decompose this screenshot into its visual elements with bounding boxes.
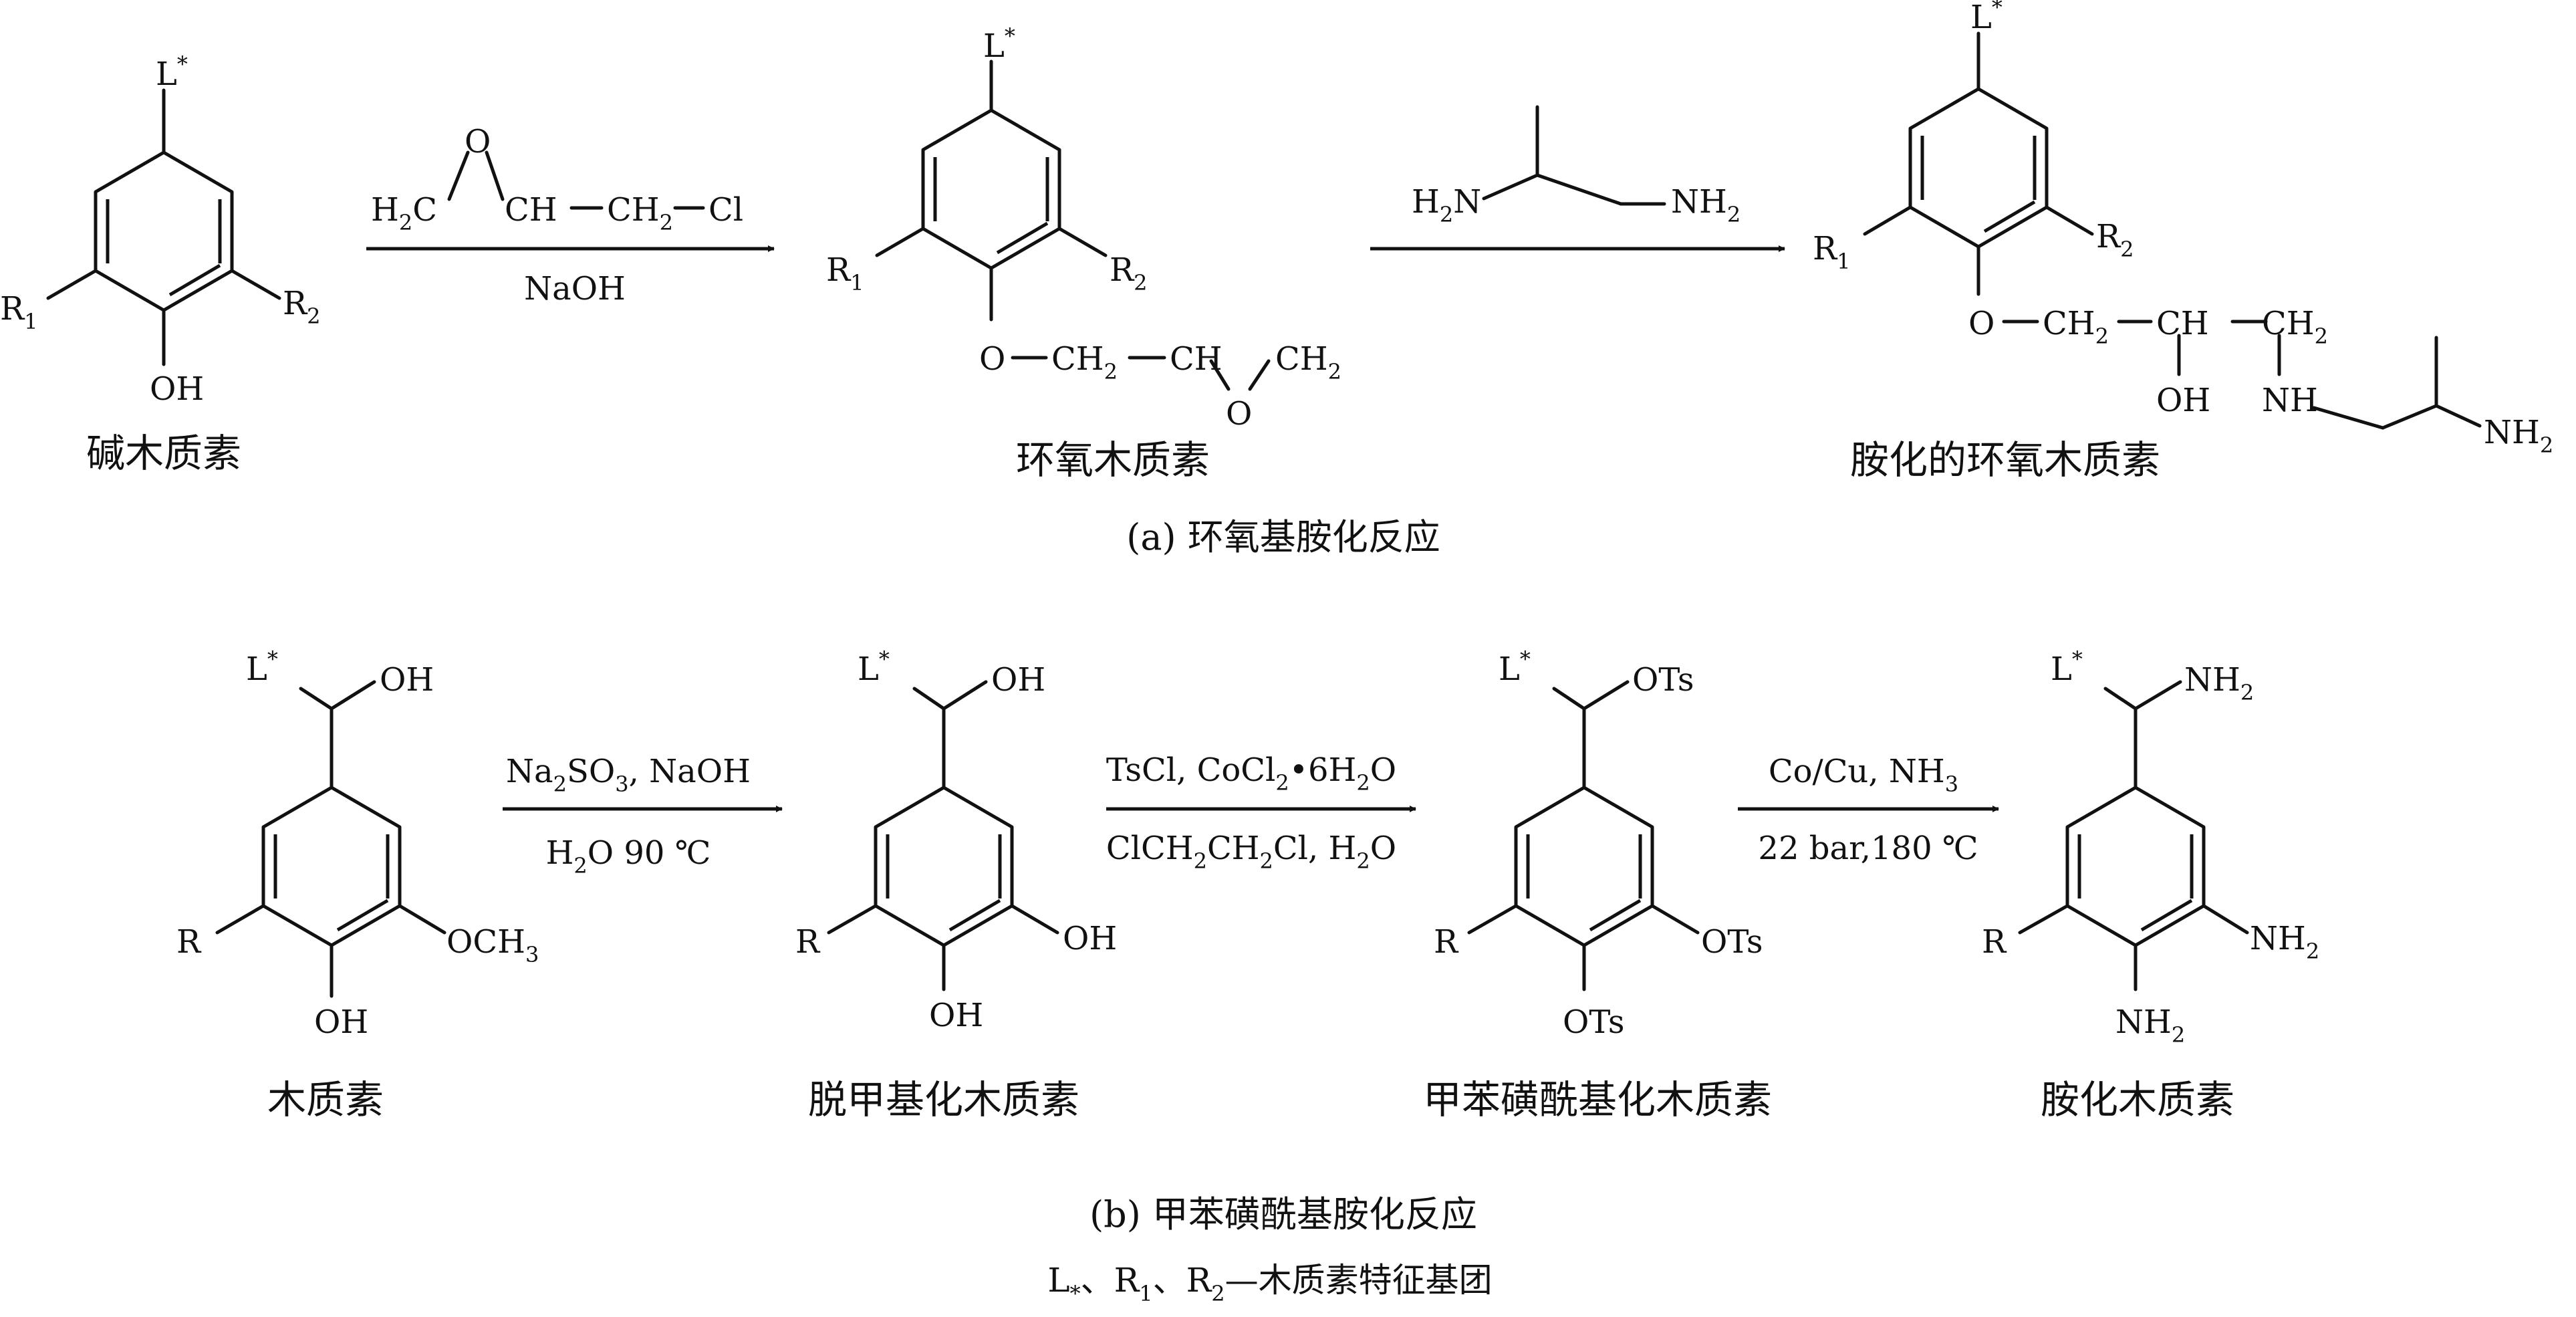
legend-note: L*、R1、R2—木质素特征基团 bbox=[1047, 1261, 1492, 1306]
ch-label: CH bbox=[2156, 305, 2209, 342]
aminated-epoxy-lignin-structure: L* R1 R2 O CH2 CH OH CH2 NH NH2 bbox=[1813, 0, 2553, 458]
nh-label: NH bbox=[2262, 382, 2318, 419]
l-star-label: L* bbox=[2051, 646, 2083, 688]
demethylated-lignin-structure: L* OH R OH OH bbox=[795, 646, 1117, 1034]
compound-name-aminated-epoxy-lignin: 胺化的环氧木质素 bbox=[1850, 437, 2160, 483]
top-oh-label: OH bbox=[991, 661, 1045, 699]
ch2-end-label: CH2 bbox=[1275, 340, 1341, 384]
r-label: R bbox=[795, 923, 821, 961]
naoh-condition: NaOH bbox=[524, 270, 626, 308]
l-star-label: L* bbox=[858, 646, 890, 688]
oh-label: OH bbox=[2156, 382, 2210, 419]
bottom-oh-label: OH bbox=[929, 997, 983, 1034]
caption-panel-b: (b) 甲苯磺酰基胺化反应 bbox=[1089, 1193, 1477, 1235]
ch2-label: CH2 bbox=[2043, 305, 2109, 349]
ch2-label: CH2 bbox=[1051, 340, 1118, 384]
bottom-ots-label: OTs bbox=[1563, 1003, 1625, 1041]
r1-label: R1 bbox=[826, 251, 864, 295]
step3-condition: 22 bar,180 ℃ bbox=[1758, 830, 1978, 867]
l-star-label: L* bbox=[156, 51, 188, 93]
step3-reagent: Co/Cu, NH3 bbox=[1769, 753, 1958, 797]
cl-label: Cl bbox=[709, 191, 743, 229]
lignin-structure: L* OH R OCH3 OH bbox=[176, 646, 539, 1041]
tosylated-lignin-structure: L* OTs R OTs OTs bbox=[1434, 646, 1763, 1041]
compound-name-lignin: 木质素 bbox=[267, 1077, 384, 1122]
panel-b: L* OH R OCH3 OH 木质素 Na2SO3, NaOH H2O 90 … bbox=[176, 646, 2319, 1306]
r-label: R bbox=[176, 923, 202, 961]
step1-condition: H2O 90 ℃ bbox=[546, 834, 711, 878]
step1-reagent: Na2SO3, NaOH bbox=[506, 753, 751, 797]
ch2-label: CH2 bbox=[2262, 305, 2328, 349]
l-star-label: L* bbox=[246, 646, 278, 688]
right-ots-label: OTs bbox=[1701, 923, 1763, 961]
r-label: R bbox=[1434, 923, 1459, 961]
compound-name-demethylated-lignin: 脱甲基化木质素 bbox=[808, 1077, 1079, 1122]
diaminopropane-reagent: H2N NH2 bbox=[1412, 105, 1741, 227]
panel-a: L* R1 R2 OH 碱木质素 O H2C CH CH2 Cl NaOH bbox=[0, 0, 2553, 558]
ether-o-label: O bbox=[1968, 305, 1994, 342]
compound-name-epoxy-lignin: 环氧木质素 bbox=[1016, 437, 1210, 483]
h2c-label: H2C bbox=[371, 191, 437, 235]
top-oh-label: OH bbox=[380, 661, 434, 699]
top-ots-label: OTs bbox=[1632, 661, 1694, 699]
r2-label: R2 bbox=[1110, 251, 1148, 295]
caption-panel-a: (a) 环氧基胺化反应 bbox=[1126, 516, 1440, 558]
alkali-lignin-structure: L* R1 R2 OH bbox=[0, 51, 321, 408]
oh-label: OH bbox=[314, 1003, 368, 1041]
compound-name-tosylated-lignin: 甲苯磺酰基化木质素 bbox=[1423, 1077, 1772, 1122]
l-star-label: L* bbox=[983, 23, 1015, 65]
oh-label: OH bbox=[150, 370, 204, 408]
h2n-label: H2N bbox=[1412, 183, 1481, 227]
ch2-label: CH2 bbox=[607, 191, 673, 235]
epoxide-o-label: O bbox=[465, 123, 491, 160]
epichlorohydrin-reagent: O H2C CH CH2 Cl bbox=[371, 123, 743, 235]
nh2-label: NH2 bbox=[1671, 183, 1741, 227]
step2-reagent: TsCl, CoCl2•6H2O bbox=[1106, 751, 1396, 796]
step2-condition: ClCH2CH2Cl, H2O bbox=[1106, 830, 1396, 874]
aminated-lignin-structure: L* NH2 R NH2 NH2 bbox=[1982, 646, 2319, 1048]
r-label: R bbox=[1982, 923, 2007, 961]
r1-label: R1 bbox=[1813, 230, 1851, 274]
compound-name-alkali-lignin: 碱木质素 bbox=[86, 431, 241, 476]
ch-label: CH bbox=[505, 191, 557, 229]
nh2-label: NH2 bbox=[2484, 414, 2553, 458]
r2-label: R2 bbox=[2096, 218, 2134, 262]
l-star-label: L* bbox=[1970, 0, 2003, 36]
r1-label: R1 bbox=[0, 290, 38, 334]
right-nh2-label: NH2 bbox=[2250, 920, 2319, 964]
epoxide-o-label: O bbox=[1226, 395, 1252, 433]
ch-label: CH bbox=[1170, 340, 1222, 378]
bottom-nh2-label: NH2 bbox=[2115, 1003, 2185, 1048]
och3-label: OCH3 bbox=[446, 923, 539, 967]
compound-name-aminated-lignin: 胺化木质素 bbox=[2041, 1077, 2234, 1122]
l-star-label: L* bbox=[1499, 646, 1531, 688]
epoxy-lignin-structure: L* R1 R2 O CH2 CH O CH2 bbox=[826, 23, 1341, 433]
right-oh-label: OH bbox=[1063, 920, 1117, 957]
r2-label: R2 bbox=[283, 285, 321, 329]
ether-o-label: O bbox=[979, 340, 1005, 378]
top-nh2-label: NH2 bbox=[2184, 661, 2254, 705]
